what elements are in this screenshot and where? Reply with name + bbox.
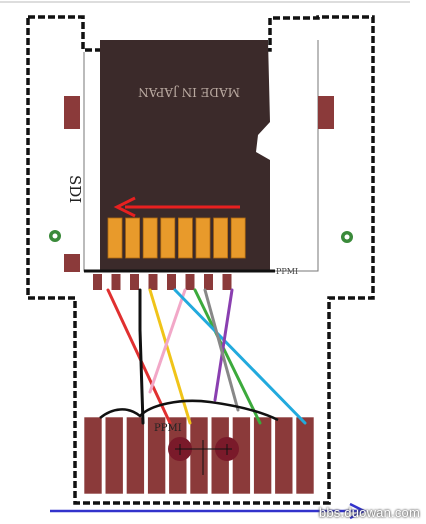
- strip-pad: [295, 416, 315, 495]
- left-side-pad: [64, 96, 80, 129]
- bottom-code-label: PPMI: [276, 267, 298, 276]
- card-print-text: MADE IN JAPAN: [138, 85, 240, 99]
- tab-pad: [148, 274, 158, 290]
- tab-pad: [222, 274, 232, 290]
- left-lower-pad: [64, 254, 80, 272]
- tab-pad: [130, 274, 139, 290]
- wires: [106, 288, 307, 425]
- wire-pink: [148, 288, 187, 394]
- bottom-contact-strip: [83, 416, 315, 495]
- tab-pad: [185, 274, 195, 290]
- card-pin: [230, 217, 246, 259]
- wire-black: [138, 288, 145, 425]
- black-jumper-curve: [99, 399, 279, 422]
- wire-gray: [203, 288, 240, 412]
- tab-pads: [93, 274, 232, 290]
- strip-pad: [147, 416, 166, 495]
- strip-pad: [104, 416, 124, 495]
- insert-direction-arrow: [113, 196, 240, 218]
- strip-pad: [253, 416, 272, 495]
- watermark: bbs.duowan.com: [318, 505, 420, 520]
- bottom-direction-arrow: [50, 502, 367, 520]
- card-pin: [160, 217, 176, 259]
- strip-pad: [126, 416, 145, 495]
- strip-code-label: PPMI: [154, 423, 182, 434]
- tab-pad: [111, 274, 121, 290]
- strip-pad: [274, 416, 294, 495]
- tab-pad: [204, 274, 213, 290]
- card-pin: [195, 217, 211, 259]
- right-side-pad: [318, 96, 334, 129]
- wire-purple: [213, 288, 234, 402]
- wire-light-blue: [173, 288, 307, 425]
- card-pin: [177, 217, 193, 259]
- side-code-label: SDI: [66, 175, 84, 203]
- card-pin: [125, 217, 140, 259]
- card-pin: [142, 217, 158, 259]
- wire-red: [106, 288, 172, 425]
- micro-sd-card: MADE IN JAPAN: [100, 40, 270, 272]
- left-mounting-hole: [49, 230, 61, 242]
- strip-crosshair: [175, 440, 232, 475]
- wire-green: [193, 288, 262, 425]
- strip-pad: [189, 416, 209, 495]
- card-pins: [107, 217, 246, 259]
- tab-pad: [167, 274, 176, 290]
- tab-pad: [93, 274, 102, 290]
- strip-pad: [83, 416, 103, 495]
- card-pin: [107, 217, 123, 259]
- card-pin: [213, 217, 229, 259]
- right-mounting-hole: [341, 231, 353, 243]
